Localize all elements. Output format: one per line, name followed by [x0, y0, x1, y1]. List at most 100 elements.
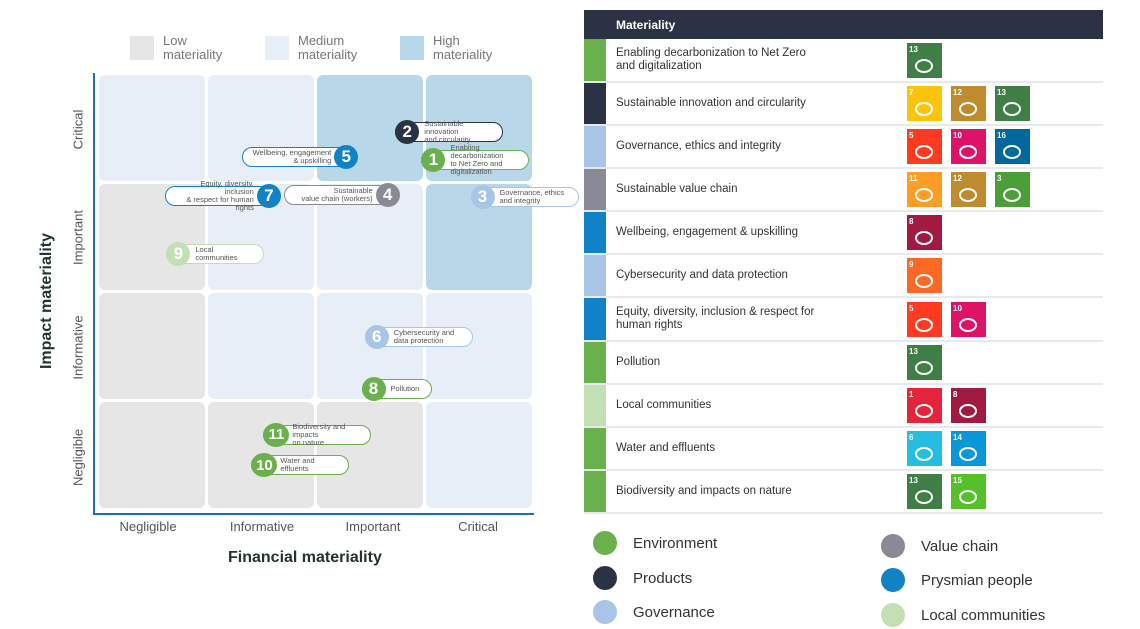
topic-marker: 6: [364, 324, 389, 349]
sdg-number: 9: [909, 260, 914, 269]
y-tick-important: Important: [70, 210, 86, 265]
sdg-badge: 5: [907, 301, 942, 337]
sdg-icon: [1003, 145, 1021, 159]
category-dot: [881, 568, 905, 592]
category-dot: [593, 531, 617, 555]
sdg-icon: [1003, 102, 1021, 116]
x-tick-negligible: Negligible: [119, 519, 177, 534]
sdg-icon: [959, 102, 977, 116]
topic-label: Wellbeing, engagement & upskilling: [242, 146, 351, 167]
x-tick-informative: Informative: [229, 519, 295, 534]
matrix-cell: [99, 402, 205, 508]
table-row: Equity, diversity, inclusion & respect f…: [584, 298, 1103, 342]
legend-high: High materiality: [400, 34, 523, 62]
topic-marker: 11: [263, 422, 290, 447]
category-dot: [881, 603, 905, 627]
sdg-number: 16: [997, 131, 1006, 140]
sdg-number: 8: [953, 390, 958, 399]
sdg-number: 13: [909, 44, 918, 54]
sdg-number: 11: [909, 174, 918, 183]
y-tick-negligible: Negligible: [70, 428, 86, 487]
sdg-number: 5: [909, 303, 914, 313]
category-dot: [593, 600, 617, 624]
topic-marker: 9: [166, 241, 191, 266]
topic-marker: 8: [361, 376, 386, 401]
row-topic-label: Wellbeing, engagement & upskilling: [616, 226, 798, 238]
legend-low-label: Low materiality: [163, 33, 223, 62]
row-topic-label: Governance, ethics and integrity: [616, 140, 781, 152]
sdg-icon: [915, 317, 933, 332]
table-header-label: Materiality: [616, 18, 676, 32]
row-category-bar: [584, 255, 606, 296]
sdg-number: 8: [909, 217, 914, 226]
topic-label: Equity, diversity, inclusion & respect f…: [164, 179, 273, 211]
sdg-badge: 13: [995, 86, 1030, 121]
sdg-badge: 13: [907, 474, 942, 509]
sdg-badge: 9: [907, 258, 942, 293]
category-label: Value chain: [921, 537, 999, 555]
category-label: Environment: [633, 534, 718, 552]
sdg-number: 13: [909, 347, 918, 356]
sdg-icon: [959, 188, 977, 202]
sdg-icon: [915, 145, 933, 159]
row-category-bar: [584, 385, 606, 426]
y-tick-critical: Critical: [70, 109, 86, 150]
category-label: Governance: [633, 603, 715, 621]
category-dot: [593, 566, 617, 590]
topic-marker: 1: [421, 148, 446, 173]
sdg-badge: 1: [907, 388, 942, 423]
table-row: Pollution 13: [584, 342, 1103, 385]
legend-high-swatch: [400, 36, 424, 60]
legend-medium-label: Medium materiality: [298, 33, 358, 62]
topic-marker: 7: [256, 183, 281, 208]
sdg-badge: 8: [907, 215, 942, 250]
row-topic-label: Pollution: [616, 356, 661, 368]
sdg-icon: [915, 490, 933, 504]
matrix-cell: [208, 293, 314, 399]
category-dot: [881, 534, 905, 558]
sdg-icon: [915, 404, 933, 418]
sdg-badge: 16: [995, 129, 1030, 164]
matrix-cell: [99, 75, 205, 181]
row-category-bar: [584, 471, 606, 512]
topic-marker: 5: [334, 144, 359, 169]
sdg-badge: 13: [907, 42, 942, 78]
topic-label: Cybersecurity and data protection: [364, 326, 473, 347]
sdg-badge: 3: [995, 172, 1030, 207]
category-legend-item: Local communities: [881, 603, 1045, 627]
sdg-number: 15: [953, 476, 962, 485]
sdg-badge: 15: [951, 474, 986, 509]
legend-low-swatch: [130, 36, 154, 60]
row-topic-label: Biodiversity and impacts on nature: [616, 485, 792, 497]
sdg-number: 5: [909, 131, 914, 140]
x-tick-critical: Critical: [458, 519, 498, 534]
table-header: [584, 10, 1103, 39]
sdg-icon: [915, 58, 933, 73]
sdg-badge: 13: [907, 345, 942, 380]
matrix-cell: [99, 293, 205, 399]
row-category-bar: [584, 83, 606, 124]
legend-low: Low materiality: [130, 34, 253, 62]
sdg-badge: 12: [951, 86, 986, 121]
category-legend-item: Governance: [593, 600, 715, 624]
topic-label: Enabling decarbonization to Net Zero and…: [421, 144, 530, 176]
topic-marker: 10: [251, 453, 278, 478]
table-row: Enabling decarbonization to Net Zero and…: [584, 39, 1103, 83]
sdg-badge: 12: [951, 172, 986, 207]
sdg-number: 3: [997, 174, 1002, 183]
category-label: Prysmian people: [921, 571, 1033, 589]
topic-label: Sustainable value chain (workers): [283, 184, 392, 205]
category-legend-item: Environment: [593, 531, 717, 555]
legend-medium: Medium materiality: [265, 34, 388, 62]
y-axis-title: Impact materiality: [38, 232, 55, 370]
sdg-badge: 5: [907, 129, 942, 164]
sdg-number: 1: [909, 390, 914, 399]
topic-label: Governance, ethics and integrity: [470, 187, 579, 208]
matrix-cell: [426, 402, 532, 508]
sdg-number: 10: [953, 303, 962, 313]
sdg-icon: [915, 231, 933, 245]
